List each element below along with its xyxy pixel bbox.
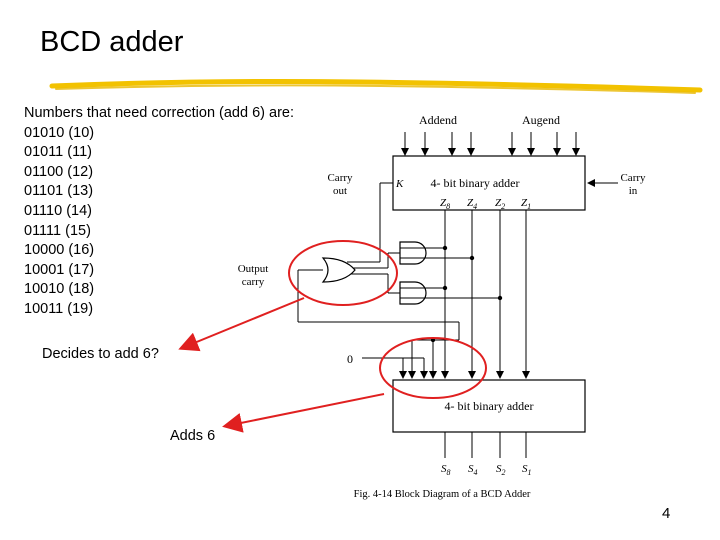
z4-label: Z4 bbox=[467, 197, 477, 211]
list-item: 10011 (19) bbox=[24, 300, 94, 317]
augend-label: Augend bbox=[522, 113, 560, 127]
bottom-adder-label: 4- bit binary adder bbox=[445, 399, 534, 413]
list-item: 01100 (12) bbox=[24, 163, 94, 180]
s4-label: S4 bbox=[468, 463, 478, 477]
add6-input-highlight bbox=[379, 337, 487, 399]
s8-label: S8 bbox=[441, 463, 451, 477]
correction-list: Numbers that need correction (add 6) are… bbox=[24, 104, 294, 320]
z1-label: Z1 bbox=[521, 197, 531, 211]
z8-label: Z8 bbox=[440, 197, 450, 211]
s2-label: S2 bbox=[496, 463, 506, 477]
list-item: 01111 (15) bbox=[24, 222, 91, 239]
adds6-callout: Adds 6 bbox=[170, 428, 216, 444]
list-item: 10000 (16) bbox=[24, 242, 95, 259]
list-item: 10001 (17) bbox=[24, 261, 95, 278]
top-binary-adder bbox=[392, 155, 586, 211]
correction-intro: Numbers that need correction (add 6) are… bbox=[24, 105, 294, 121]
k-label: K bbox=[395, 178, 404, 190]
adds6-arrow bbox=[222, 393, 385, 433]
junction-dot bbox=[442, 245, 448, 251]
junction-dot bbox=[497, 295, 503, 301]
addend-input-lines bbox=[401, 132, 580, 156]
zero-label: 0 bbox=[347, 352, 353, 366]
s-output-wires bbox=[444, 432, 527, 458]
and-gate-inputs bbox=[350, 247, 500, 299]
list-item: 01110 (14) bbox=[24, 202, 92, 219]
top-adder-label: 4- bit binary adder bbox=[431, 176, 520, 190]
decide-arrow bbox=[178, 297, 305, 352]
page-number: 4 bbox=[662, 505, 671, 522]
junction-dot bbox=[469, 255, 475, 261]
figure-caption: Fig. 4-14 Block Diagram of a BCD Adder bbox=[354, 489, 531, 500]
bottom-binary-adder bbox=[392, 379, 586, 433]
addend-label: Addend bbox=[419, 113, 457, 127]
list-item: 01011 (11) bbox=[24, 144, 92, 161]
or-gate bbox=[321, 257, 356, 283]
title-underline bbox=[49, 79, 703, 94]
list-item: 10010 (18) bbox=[24, 281, 95, 298]
z2-label: Z2 bbox=[495, 197, 505, 211]
slide-title: BCD adder bbox=[40, 26, 184, 58]
z-output-wires bbox=[441, 210, 530, 379]
s1-label: S1 bbox=[522, 463, 532, 477]
or-gate-highlight bbox=[288, 240, 398, 306]
list-item: 01010 (10) bbox=[24, 124, 95, 141]
carry-k-wire bbox=[347, 182, 393, 263]
decide-callout: Decides to add 6? bbox=[42, 346, 159, 362]
and-gates bbox=[399, 241, 427, 305]
list-item: 01101 (13) bbox=[24, 183, 94, 200]
junction-dot bbox=[442, 285, 448, 291]
